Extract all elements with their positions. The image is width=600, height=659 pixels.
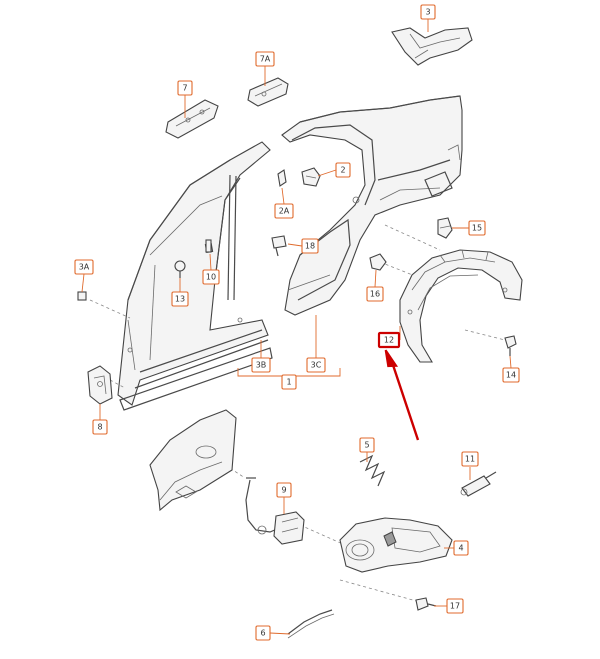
side-body-frame: [117, 141, 273, 411]
callout-7a: 7A: [255, 51, 275, 67]
callout-10: 10: [202, 269, 220, 285]
callout-5-label: 5: [364, 441, 369, 450]
callout-11: 11: [461, 451, 479, 467]
callout-10-label: 10: [206, 273, 216, 282]
callout-7a-label: 7A: [260, 55, 271, 64]
highlight-arrow: [384, 349, 420, 441]
callout-3a: 3A: [74, 259, 94, 275]
wheel-arch-liner: [399, 249, 523, 363]
callout-14-label: 14: [506, 371, 516, 380]
callout-3c-label: 3C: [311, 361, 322, 370]
callout-13: 13: [171, 291, 189, 307]
callout-4-label: 4: [458, 544, 463, 553]
callout-12-label: 12: [384, 336, 394, 345]
callout-18: 18: [301, 238, 319, 254]
callout-2-label: 2: [340, 166, 345, 175]
bracket-7: [165, 99, 219, 139]
callout-16-label: 16: [370, 290, 380, 299]
callout-6-label: 6: [260, 629, 265, 638]
callout-5: 5: [359, 437, 375, 453]
callout-4: 4: [453, 540, 469, 556]
callout-3b-label: 3B: [256, 361, 267, 370]
rear-bracket: [391, 27, 473, 66]
callout-3-label: 3: [425, 8, 430, 17]
plug-11: [460, 471, 497, 497]
callout-14: 14: [502, 367, 520, 383]
callout-6: 6: [255, 625, 271, 641]
release-cable: [245, 477, 285, 535]
callout-9: 9: [276, 482, 292, 498]
callout-8: 8: [92, 419, 108, 435]
callout-7: 7: [177, 80, 193, 96]
callout-7-label: 7: [182, 84, 187, 93]
callout-11-label: 11: [465, 455, 475, 464]
callout-18-label: 18: [305, 242, 315, 251]
seal-strip-6: [287, 609, 335, 639]
callout-16: 16: [366, 286, 384, 302]
callout-3a-label: 3A: [79, 263, 90, 272]
spring-5: [359, 454, 386, 487]
callout-3: 3: [420, 4, 436, 20]
callout-12-highlighted: 12: [377, 331, 401, 349]
callout-9-label: 9: [281, 486, 286, 495]
hinge-bracket: [87, 365, 113, 405]
callout-2a: 2A: [274, 203, 294, 219]
callout-3b: 3B: [251, 357, 271, 373]
fasteners: [77, 167, 517, 611]
callout-13-label: 13: [175, 295, 185, 304]
callout-8-label: 8: [97, 423, 102, 432]
callout-17-label: 17: [450, 602, 460, 611]
callout-2a-label: 2A: [279, 207, 290, 216]
callout-1-label: 1: [286, 378, 291, 387]
callout-15-label: 15: [472, 224, 482, 233]
callout-17: 17: [446, 598, 464, 614]
callout-2: 2: [335, 162, 351, 178]
callout-1: 1: [281, 374, 297, 390]
callout-3c: 3C: [306, 357, 326, 373]
actuator-9: [273, 511, 305, 545]
callout-15: 15: [468, 220, 486, 236]
bracket-7a: [247, 77, 289, 107]
fuel-filler-flap-4: [339, 517, 453, 573]
fuel-door-housing-panel: [149, 409, 237, 512]
quarter-panel: [281, 95, 463, 316]
